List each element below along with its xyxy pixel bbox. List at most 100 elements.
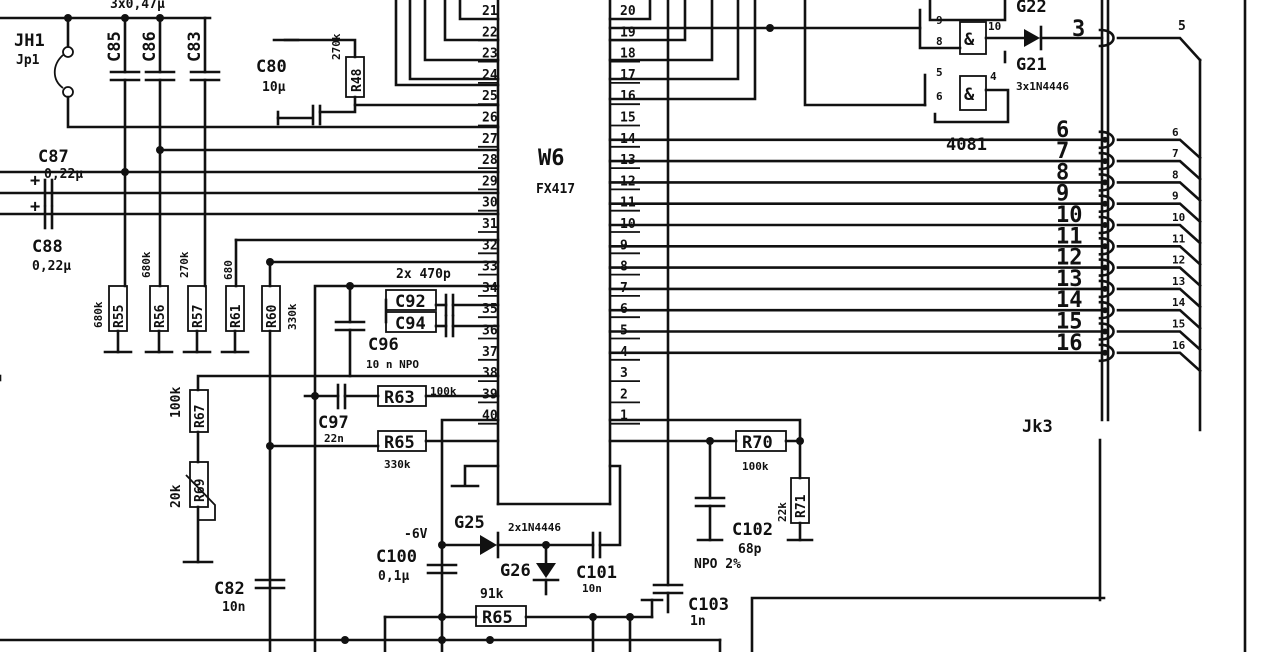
jk3-junction [1102,328,1108,335]
pin-number-right: 16 [620,89,636,104]
jk3-out-trace [1116,308,1202,331]
r60-ref: R60 [265,304,280,328]
input-network: R67 100k R69 20k R63 100k C97 22n R65 33… [0,374,500,652]
r65a-ref: R65 [384,433,415,453]
c80-r48-network: R48 270k C80 10µ [256,33,500,126]
r57-ref: R57 [191,305,206,328]
c88-ref: C88 [32,237,63,257]
jk3-pin-label: 15 [1056,310,1083,335]
jk3-out-trace [1116,351,1202,373]
gate1-amp: & [964,30,975,50]
ic-part: FX417 [536,182,575,197]
c80-value: 10µ [262,80,286,95]
c102-note: NPO 2% [694,557,741,572]
c92-group: 2x 470p [396,267,451,282]
ic-ref: W6 [538,146,565,171]
charge-pump: -6V G25 2x1N4446 C101 10n G26 C100 0,1µ [376,464,622,596]
jk3-junction [1102,264,1108,271]
r55-ref: R55 [112,305,127,328]
pin-number-left: 27 [482,132,498,147]
g21-ref: G21 [1016,55,1047,75]
jk3-contact [1098,194,1115,214]
pin-number-left: 37 [482,345,498,360]
jh1-ref: JH1 [14,31,45,51]
gate1-pin-b: 8 [936,35,943,48]
c88-plus: + [30,197,40,217]
c87-ref: C87 [38,147,69,167]
jk3-pin-out-label: 8 [1172,168,1179,181]
r65b-value: 91k [480,587,504,602]
c97-value: 22n [324,432,344,445]
pin-number-right: 17 [620,68,636,83]
r61-ref: R61 [229,304,244,328]
gate-4081: & 9 8 10 G22 G21 3x1N4446 & 5 6 4 4081 [918,0,1104,155]
gate1-pin-a: 9 [936,14,943,27]
jk3-out-trace [1116,245,1202,267]
pin-number-right: 2 [620,387,628,402]
jk3-junction [1102,243,1108,250]
jk3-contact [1098,173,1115,192]
jk3-pin-out-label: 12 [1172,254,1185,267]
jk3-contact [1098,300,1115,320]
jk3-pin-3: 3 [1072,17,1085,42]
jk3-out-trace [1116,159,1202,181]
jk3-pin-label: 12 [1056,246,1083,271]
jk3-ref: Jk3 [1022,417,1053,437]
g26-ref: G26 [500,561,531,581]
jk3-pin-label: 8 [1056,160,1069,185]
gate2-amp: & [964,85,975,105]
jk3-contact [1098,258,1115,277]
c82-value: 10n [222,600,245,615]
r55-value: 680k [92,301,105,328]
pin-number-left: 21 [482,4,498,19]
jh1-label: Jp1 [16,53,40,68]
jk3-contact [1098,130,1115,150]
r70-ref: R70 [742,433,773,453]
pin-number-right: 3 [620,366,628,381]
r65b-ref: R65 [482,608,513,628]
r71-ref: R71 [794,494,809,518]
jk3-junction [1102,158,1108,165]
pin-number-left: 32 [482,238,498,253]
r69-value: 20k [169,484,184,508]
pin-number-left: 30 [482,196,498,211]
jk3-junction [1102,349,1108,356]
r65a-value: 330k [384,458,411,471]
pin-number-left: 31 [482,217,498,232]
jk3-pin-5: 5 [1178,19,1186,34]
c82-ref: C82 [214,579,245,599]
jk3-pin-label: 11 [1056,224,1083,249]
pin-number-left: 25 [482,89,498,104]
gate1-pin-out: 10 [988,20,1001,33]
jk3-out-trace [1116,287,1202,309]
r48-value: 270k [330,33,343,60]
jk3-pin-label: 6 [1056,118,1069,143]
c102-ref: C102 [732,520,773,540]
jk3-pin-out-label: 9 [1172,190,1179,203]
jk3-pin-label: 14 [1056,288,1083,313]
c92-ref: C92 [395,292,426,312]
jk3-pin-out-label: 13 [1172,275,1185,288]
jk3-junction [1102,222,1108,228]
jk3-out-trace [1116,223,1202,245]
gate-ic-ref: 4081 [946,135,987,155]
pin-number-left: 23 [482,47,498,62]
jk3-junction [1102,179,1108,186]
r67-value: 100k [169,387,184,418]
bottom-bus: 91k R65 [0,587,722,652]
jk3-contact [1098,236,1115,256]
output-network: C103 1n R70 100k R71 22k C102 68p NPO 2% [608,0,814,629]
jk3-contact [1098,322,1115,341]
jk3-junction [1102,136,1108,143]
ic-w6: W6 FX417 2122232425262728293031323334353… [478,0,1102,506]
pin-number-left: 34 [482,281,498,296]
jk3-out-trace [1116,202,1202,224]
r67-ref: R67 [193,405,208,428]
pin-number-right: 15 [620,111,636,126]
pin-number-left: 24 [482,68,498,83]
jk3-pin-out-label: 10 [1172,211,1185,224]
